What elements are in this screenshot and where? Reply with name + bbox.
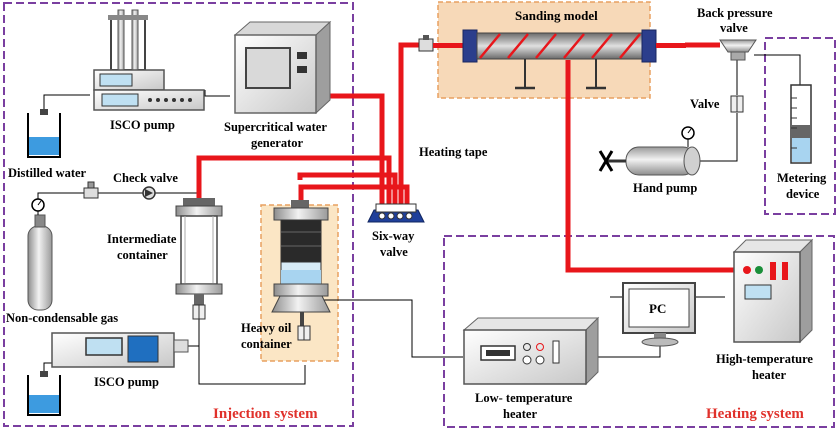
heating-tape-pipes	[196, 42, 734, 273]
high-temperature-heater	[732, 238, 814, 344]
supercritical-water-generator-label-1: Supercritical water	[224, 120, 327, 134]
sanding-model-label: Sanding model	[515, 8, 598, 23]
isco-pump-top	[93, 9, 205, 111]
back-pressure-valve-label-2: valve	[720, 21, 748, 35]
valve-label: Valve	[690, 97, 720, 111]
isco-pump-bottom-label: ISCO pump	[94, 375, 159, 389]
low-temperature-heater	[462, 316, 600, 386]
metering-device	[790, 84, 812, 164]
small-valve-gas	[83, 181, 99, 199]
non-condensable-gas-label: Non-condensable gas	[6, 311, 118, 325]
high-temperature-heater-label-2: heater	[752, 368, 786, 382]
low-temperature-heater-label-2: heater	[503, 407, 537, 421]
back-pressure-valve-label-1: Back pressure	[697, 6, 773, 20]
sanding-model	[418, 29, 686, 90]
metering-device-label-1: Metering	[777, 171, 827, 185]
check-valve-label: Check valve	[113, 171, 178, 185]
injection-system-border	[3, 2, 354, 427]
low-temperature-heater-label-1: Low- temperature	[475, 391, 573, 405]
hand-pump	[598, 126, 701, 176]
back-pressure-valve	[719, 39, 757, 61]
heavy-oil-valve	[297, 325, 311, 341]
six-way-valve-label-1: Six-way	[372, 229, 415, 243]
isco-pump-bottom	[51, 332, 189, 368]
metering-system-border	[764, 37, 836, 215]
heating-tape-label: Heating tape	[419, 145, 488, 159]
distilled-water-label: Distilled water	[8, 166, 87, 180]
intermediate-container	[175, 198, 223, 306]
hand-pump-valve	[730, 95, 744, 113]
injection-system-label: Injection system	[213, 406, 318, 422]
intermediate-container-label-2: container	[117, 248, 168, 262]
metering-device-label-2: device	[786, 187, 820, 201]
high-temperature-heater-label-1: High-temperature	[716, 352, 813, 366]
pc-label: PC	[649, 301, 666, 316]
supercritical-water-generator	[233, 20, 332, 115]
heating-system-label: Heating system	[706, 406, 804, 422]
isco-pump-top-label: ISCO pump	[110, 118, 175, 132]
intermediate-valve	[192, 304, 206, 320]
heavy-oil-container-label-2: container	[241, 337, 292, 351]
hand-pump-label: Hand pump	[633, 181, 697, 195]
heavy-oil-container	[271, 200, 331, 326]
bottom-water-beaker	[27, 371, 61, 416]
six-way-valve-label-2: valve	[380, 245, 408, 259]
heating-system-border	[443, 235, 835, 428]
supercritical-water-generator-label-2: generator	[251, 136, 304, 150]
intermediate-container-label-1: Intermediate	[107, 232, 177, 246]
gas-cylinder	[27, 198, 53, 311]
check-valve	[142, 186, 156, 200]
distilled-water-beaker	[27, 109, 61, 158]
pc-monitor	[622, 282, 696, 347]
heavy-oil-container-label-1: Heavy oil	[241, 321, 292, 335]
six-way-valve	[367, 203, 425, 223]
